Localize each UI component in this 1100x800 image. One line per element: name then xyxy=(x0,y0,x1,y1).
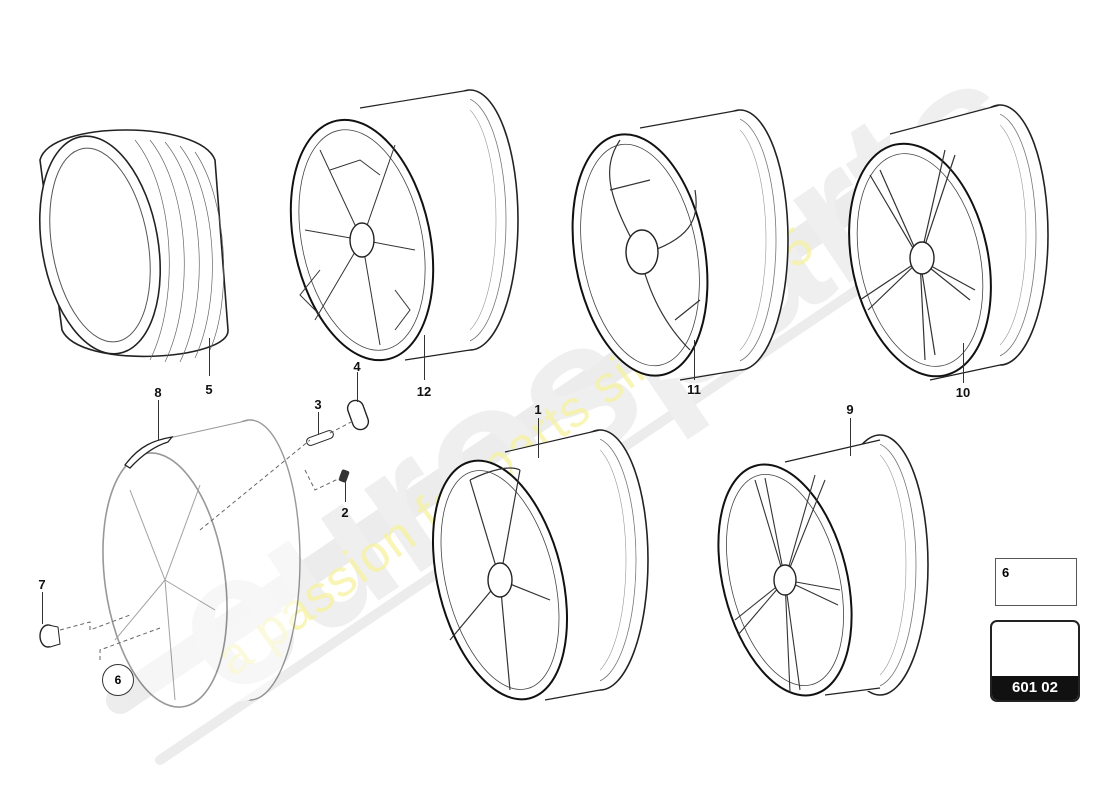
callout-4[interactable]: 4 xyxy=(353,359,361,374)
leader-12 xyxy=(424,335,425,380)
callout-12[interactable]: 12 xyxy=(416,384,432,399)
pressure-sensor-drawing[interactable] xyxy=(345,398,370,432)
callout-6-circled[interactable]: 6 xyxy=(102,664,134,696)
valve-drawing[interactable] xyxy=(338,469,350,483)
leader-5 xyxy=(209,338,210,376)
callout-7[interactable]: 7 xyxy=(38,577,46,592)
leader-3 xyxy=(318,412,319,434)
leader-9 xyxy=(850,418,851,456)
balance-weight-drawing[interactable] xyxy=(124,436,174,469)
callout-3[interactable]: 3 xyxy=(314,397,322,412)
leader-10 xyxy=(963,343,964,383)
page-reference-button[interactable]: 601 02 xyxy=(990,620,1080,702)
callout-9[interactable]: 9 xyxy=(846,402,854,417)
callout-2[interactable]: 2 xyxy=(341,505,349,520)
inset-label: 6 xyxy=(1002,565,1010,580)
leader-8 xyxy=(158,400,159,440)
callout-10[interactable]: 10 xyxy=(955,385,971,400)
exploded-wheel-drawing xyxy=(102,419,301,710)
leader-1 xyxy=(538,418,539,458)
tyre-drawing[interactable] xyxy=(24,127,229,364)
inset-wheel-bolt[interactable]: 6 xyxy=(995,558,1077,606)
leader-2 xyxy=(345,482,346,502)
page-reference-code: 601 02 xyxy=(992,676,1078,700)
leader-4 xyxy=(357,372,358,402)
wheel-11-drawing[interactable] xyxy=(555,109,789,386)
wheel-9-drawing[interactable] xyxy=(696,434,929,709)
leader-11 xyxy=(694,340,695,380)
valve-stem-drawing[interactable] xyxy=(305,429,334,446)
callout-5[interactable]: 5 xyxy=(205,382,213,397)
center-cap-drawing[interactable] xyxy=(39,624,61,648)
wheel-12-drawing[interactable] xyxy=(270,89,519,373)
wheel-1-drawing[interactable] xyxy=(410,429,649,713)
callout-11[interactable]: 11 xyxy=(687,382,701,397)
wheel-10-drawing[interactable] xyxy=(829,104,1049,390)
callout-1[interactable]: 1 xyxy=(534,402,542,417)
leader-7 xyxy=(42,592,43,624)
callout-8[interactable]: 8 xyxy=(154,385,162,400)
